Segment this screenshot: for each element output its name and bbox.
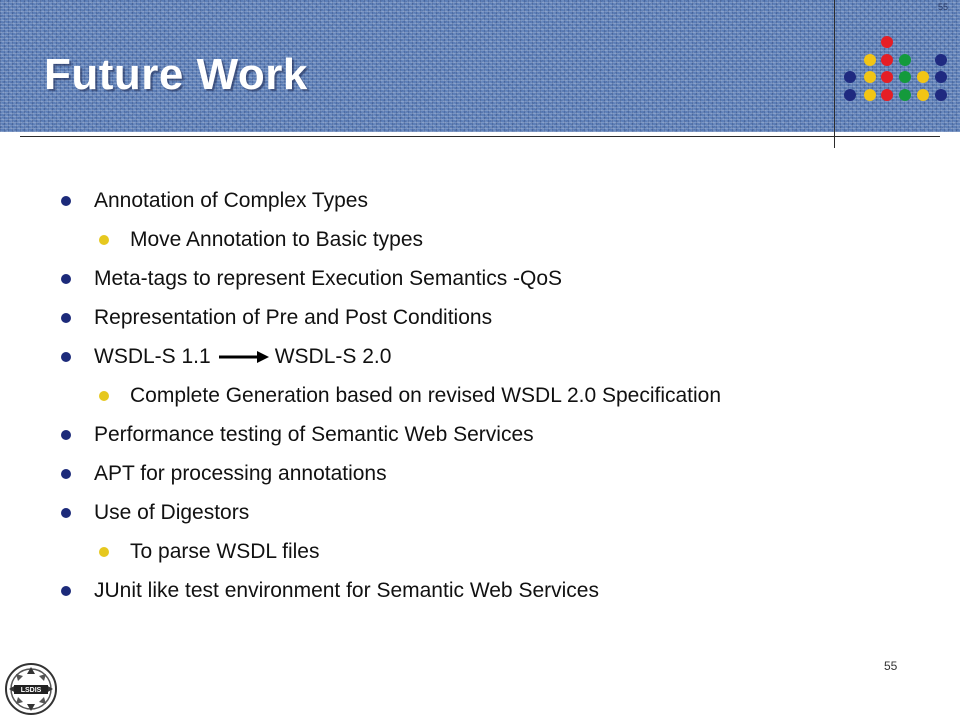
list-item-text: Move Annotation to Basic types	[130, 228, 424, 251]
list-item: Move Annotation to Basic types	[99, 221, 424, 259]
list-item: Performance testing of Semantic Web Serv…	[61, 416, 534, 454]
bullet-icon	[61, 352, 71, 362]
header-vertical-rule	[834, 0, 835, 148]
list-item-text: Annotation of Complex Types	[94, 189, 368, 212]
list-item: Complete Generation based on revised WSD…	[99, 377, 722, 415]
lsdis-logo-icon: LSDIS	[5, 663, 57, 715]
bullet-icon	[61, 469, 71, 479]
slide-title: Future Work	[44, 50, 308, 99]
list-item-text: Meta-tags to represent Execution Semanti…	[94, 267, 563, 290]
list-item-text: Representation of Pre and Post Condition…	[94, 306, 493, 329]
list-item: Use of Digestors	[61, 494, 250, 532]
bullet-icon	[61, 586, 71, 596]
list-item-text: APT for processing annotations	[94, 462, 387, 485]
page-number: 55	[884, 659, 898, 673]
bullet-icon	[61, 196, 71, 206]
list-item: APT for processing annotations	[61, 455, 387, 493]
list-item-text: Use of Digestors	[94, 501, 250, 524]
list-item-text: To parse WSDL files	[130, 540, 320, 563]
list-item-text-before: WSDL-S 1.1	[94, 345, 211, 368]
list-item-text-after: WSDL-S 2.0	[274, 345, 392, 368]
slide-header: Future Work 55	[0, 0, 960, 132]
bullet-icon	[99, 391, 109, 401]
list-item-text: Complete Generation based on revised WSD…	[130, 384, 722, 407]
corner-slide-number: 55	[938, 2, 949, 12]
decorative-dots-icon	[844, 36, 947, 101]
right-arrow-icon	[218, 351, 269, 364]
list-item: JUnit like test environment for Semantic…	[61, 572, 599, 610]
bullet-icon	[61, 430, 71, 440]
bullet-icon	[61, 313, 71, 323]
list-item: Representation of Pre and Post Condition…	[61, 299, 493, 337]
list-item: Meta-tags to represent Execution Semanti…	[61, 260, 563, 298]
list-item: To parse WSDL files	[99, 533, 320, 571]
list-item-text: JUnit like test environment for Semantic…	[94, 579, 599, 602]
list-item: Annotation of Complex Types	[61, 182, 368, 220]
header-horizontal-rule	[20, 136, 940, 137]
bullet-icon	[99, 547, 109, 557]
bullet-icon	[99, 235, 109, 245]
list-item-text: Performance testing of Semantic Web Serv…	[94, 423, 534, 446]
list-item: WSDL-S 1.1 WSDL-S 2.0	[61, 338, 392, 376]
bullet-icon	[61, 508, 71, 518]
bullet-icon	[61, 274, 71, 284]
logo-text: LSDIS	[21, 687, 42, 694]
